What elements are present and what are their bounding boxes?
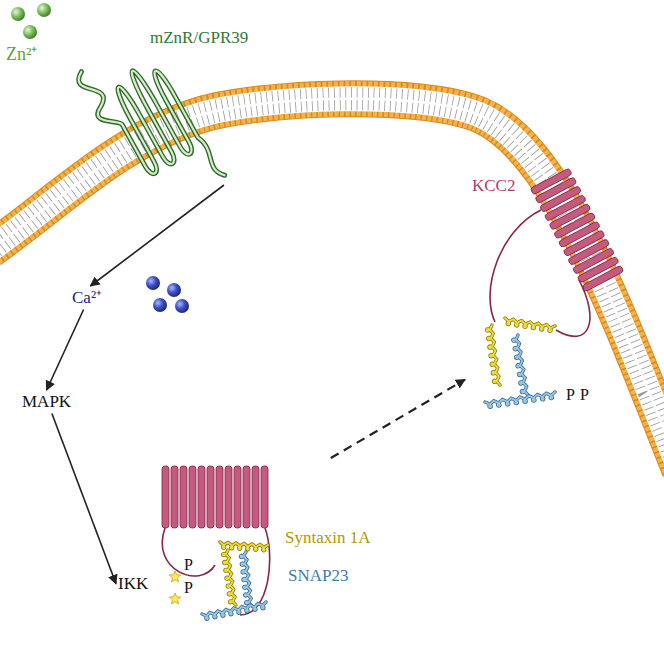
phosphate-label: P [580,386,589,404]
zinc-ion [37,3,51,17]
membrane-kcc2-complex: KCC2 [465,170,640,432]
membrane-core [0,99,664,470]
helix-coil-outline [513,335,528,395]
helix-bar [189,466,196,528]
helix-bar [582,265,624,292]
snare-complexes [202,318,555,619]
helix-bar [207,466,214,528]
helix-coil-outline [223,550,236,605]
receptor-fill [75,35,224,215]
kcc2-loops [162,210,590,615]
helix-coil-outline [487,325,500,385]
helix-coil [505,318,555,331]
calcium-ion [153,298,167,312]
helix-coil [223,550,236,605]
helix-coil [487,325,500,385]
signal-arrow [47,310,84,391]
helix-bar [180,466,187,528]
receptor-outline [75,35,224,215]
phosphate-label: P [184,556,193,574]
ion-label: Zn²⁺ [6,44,37,65]
signal-arrow [90,185,224,286]
node-text: Syntaxin 1A [285,528,370,548]
helix-coil-outline [485,392,555,407]
kinase-label: MAPK [20,390,73,414]
helix-bar [225,466,232,528]
phosphate-label: P [184,579,193,597]
helix-bar [234,466,241,528]
helix-coil-outline [202,602,266,619]
zinc-ions [11,3,51,39]
ion-label: Ca²⁺ [70,286,104,310]
kcc2-membrane-helices [530,168,624,292]
calcium-ion [146,276,160,290]
phosphate-star [169,593,180,604]
helix-bar [171,466,178,528]
signal-arrow [52,414,116,584]
cytosolic-kcc2-complex: Syntaxin 1A SNAP23 [158,458,390,628]
phosphate-stars [169,571,180,604]
kinase-label: IKK [116,572,150,596]
phosphate-star [169,571,180,582]
kcc2-cytosolic-helices [162,466,268,528]
helix-coil [240,552,252,606]
zinc-ion [11,7,25,21]
protein-loop [162,528,215,576]
protein-loop [556,280,590,336]
zinc-ion [23,25,37,39]
helix-coil [485,392,555,407]
dashed-arrow [331,380,465,458]
node-text: mZnR/GPR39 [150,28,248,48]
calcium-ion [167,283,181,297]
helix-bar [243,466,250,528]
helix-coil-outline [505,318,555,331]
helix-bar [162,466,169,528]
helix-bar [252,466,259,528]
calcium-ions [146,276,189,313]
node-text: SNAP23 [288,566,348,586]
helix-coil-outline [240,552,252,606]
membrane-midline [0,99,664,470]
calcium-ion [175,299,189,313]
membrane-head-edge [0,99,664,470]
node-text: IKK [118,574,148,594]
cell-membrane [0,99,664,470]
phosphate-label: P [566,386,575,404]
receptor-region: mZnR/GPR39 [60,20,260,185]
node-text: Ca²⁺ [72,288,102,308]
node-text: KCC2 [472,176,515,196]
node-text: MAPK [22,392,71,412]
protein-loop [490,210,541,322]
membrane-heads [0,99,664,470]
helix-bar [261,466,268,528]
helix-bar [216,466,223,528]
helix-coil [513,335,528,395]
zinc-receptor [75,35,224,215]
helix-bar [198,466,205,528]
helix-coil [202,602,266,619]
membrane-tails [0,99,664,470]
